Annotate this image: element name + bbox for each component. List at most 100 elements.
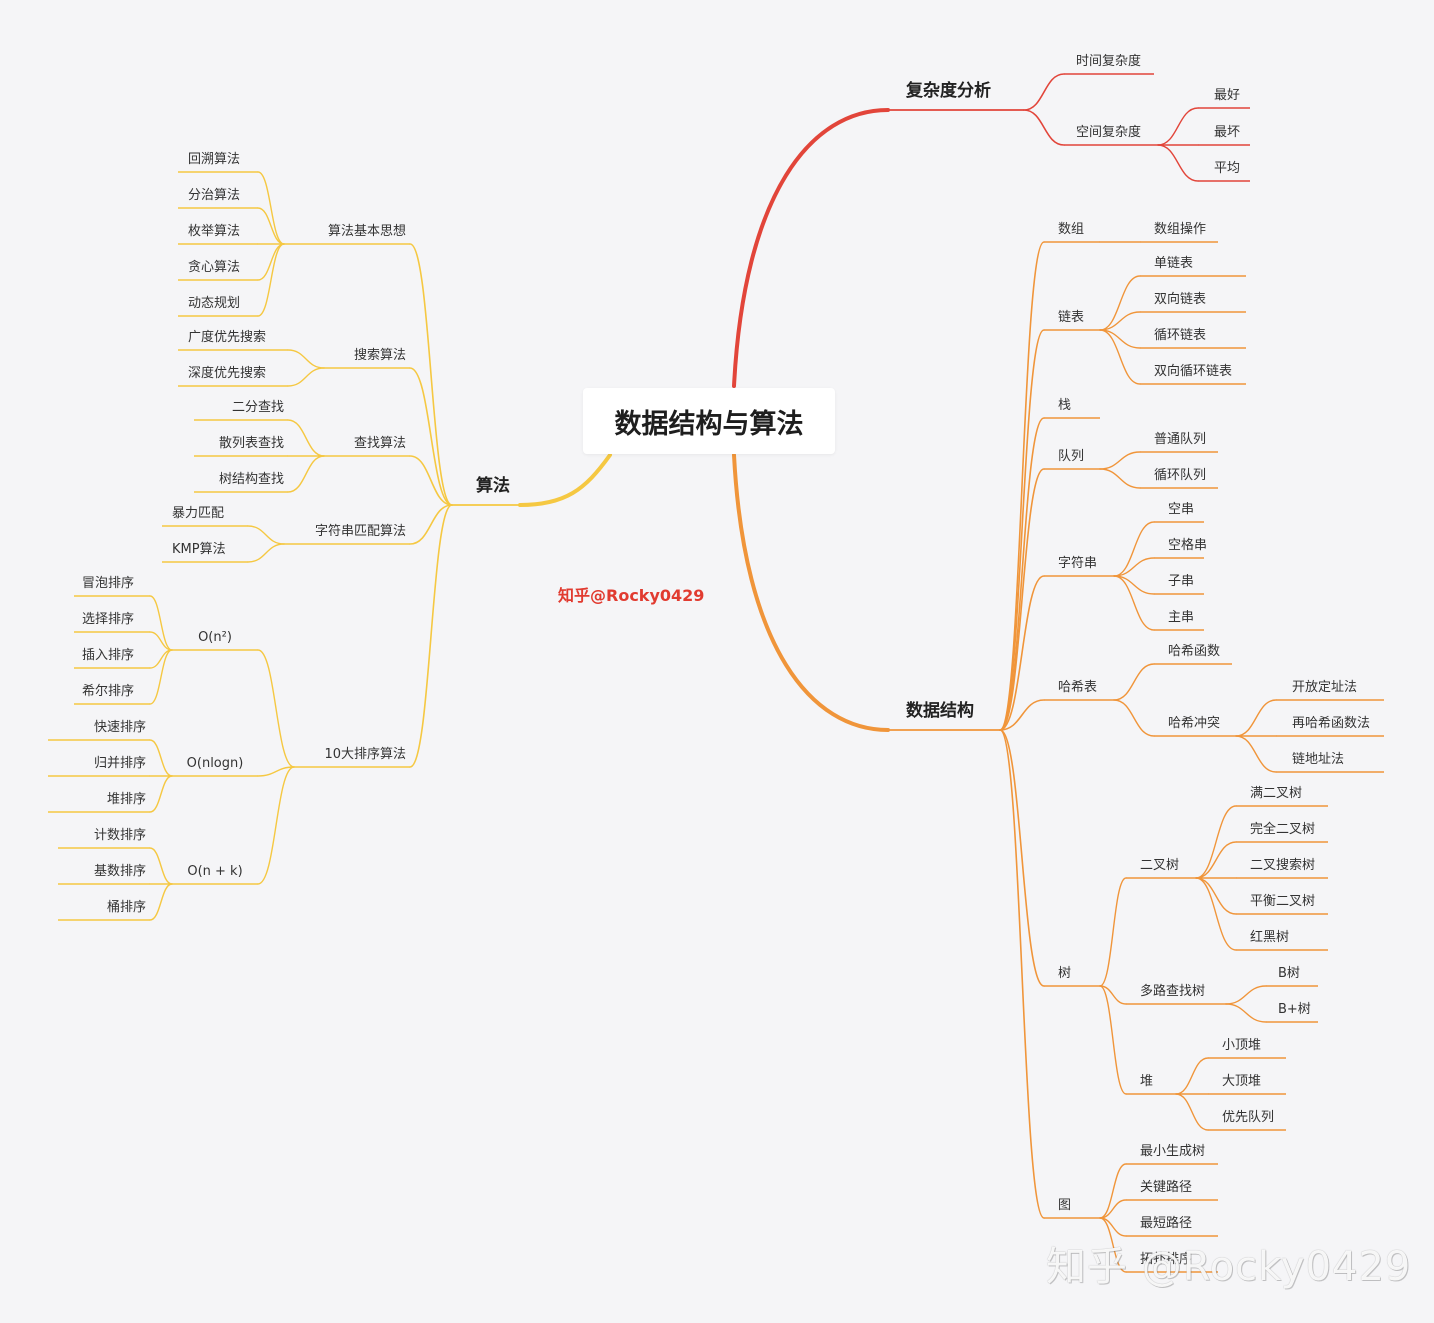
node-label[interactable]: 栈 — [1058, 398, 1071, 413]
node-label[interactable]: 双向循环链表 — [1154, 363, 1232, 379]
node-label[interactable]: B+树 — [1278, 1002, 1311, 1017]
center-watermark: 知乎@Rocky0429 — [558, 586, 705, 605]
node-label[interactable]: 循环队列 — [1154, 468, 1206, 483]
connector-line — [409, 367, 453, 506]
connector-line — [287, 455, 325, 493]
node-label[interactable]: 字符串匹配算法 — [315, 523, 406, 539]
node-label[interactable]: 关键路径 — [1140, 1179, 1192, 1195]
node-label[interactable]: 二叉搜索树 — [1250, 858, 1315, 873]
node-label[interactable]: 数组操作 — [1154, 221, 1206, 237]
node-label[interactable]: 小顶堆 — [1222, 1038, 1261, 1053]
node-label[interactable]: 链地址法 — [1292, 752, 1344, 767]
connector-line — [257, 766, 295, 777]
node-label[interactable]: 大顶堆 — [1222, 1074, 1261, 1089]
node-label[interactable]: 10大排序算法 — [324, 747, 406, 762]
node-label[interactable]: 堆 — [1140, 1074, 1153, 1089]
connector-line — [1195, 841, 1237, 879]
connector-line — [149, 649, 173, 705]
connector-line — [149, 631, 173, 651]
node-label[interactable]: 最小生成树 — [1140, 1144, 1205, 1159]
node-label[interactable]: 归并排序 — [94, 756, 146, 771]
node-label[interactable]: B树 — [1278, 966, 1300, 981]
node-label[interactable]: 堆排序 — [107, 792, 146, 807]
node-label[interactable]: 多路查找树 — [1140, 983, 1205, 999]
root-node[interactable]: 数据结构与算法 — [583, 388, 835, 454]
node-label[interactable]: 冒泡排序 — [82, 576, 134, 591]
node-label[interactable]: 分治算法 — [188, 188, 240, 203]
node-label[interactable]: 字符串 — [1058, 555, 1097, 571]
node-label[interactable]: O(n²) — [198, 630, 232, 645]
node-label[interactable]: 双向链表 — [1154, 291, 1206, 307]
node-label[interactable]: O(n + k) — [187, 864, 242, 879]
node-label[interactable]: 完全二叉树 — [1250, 821, 1315, 837]
node-label[interactable]: 选择排序 — [82, 612, 134, 627]
connector-line — [1099, 877, 1127, 987]
node-label[interactable]: 暴力匹配 — [172, 506, 224, 521]
node-label[interactable]: 插入排序 — [82, 648, 134, 663]
node-label[interactable]: 拓扑排序 — [1140, 1252, 1192, 1267]
node-label[interactable]: 二分查找 — [232, 400, 284, 415]
node-label[interactable]: 计数排序 — [94, 828, 146, 843]
node-label[interactable]: 哈希表 — [1058, 680, 1097, 695]
node-label[interactable]: 哈希冲突 — [1168, 715, 1220, 731]
node-label[interactable]: 数组 — [1058, 222, 1084, 237]
connector-line — [409, 455, 453, 506]
connector-line — [149, 739, 173, 777]
node-label[interactable]: 哈希函数 — [1168, 644, 1220, 659]
branch-label-complexity[interactable]: 复杂度分析 — [905, 80, 991, 101]
node-label[interactable]: 平均 — [1214, 161, 1240, 176]
connector-line — [257, 649, 295, 768]
node-label[interactable]: 子串 — [1168, 574, 1194, 589]
node-label[interactable]: 平衡二叉树 — [1250, 894, 1315, 909]
node-label[interactable]: 希尔排序 — [82, 684, 134, 699]
connector-line — [1113, 575, 1155, 631]
connector-line — [149, 595, 173, 651]
node-label[interactable]: 空间复杂度 — [1076, 124, 1141, 140]
node-label[interactable]: 再哈希函数法 — [1292, 716, 1370, 731]
node-label[interactable]: 普通队列 — [1154, 432, 1206, 447]
node-label[interactable]: O(nlogn) — [187, 756, 244, 771]
node-label[interactable]: 图 — [1058, 1198, 1071, 1213]
node-label[interactable]: 枚举算法 — [188, 224, 240, 239]
node-label[interactable]: 动态规划 — [188, 296, 240, 311]
node-label[interactable]: KMP算法 — [172, 542, 226, 557]
branch-label-data-structures[interactable]: 数据结构 — [906, 700, 974, 721]
node-label[interactable]: 树结构查找 — [219, 472, 284, 487]
connector-line — [1099, 468, 1141, 489]
node-label[interactable]: 循环链表 — [1154, 328, 1206, 343]
node-label[interactable]: 红黑树 — [1250, 929, 1289, 945]
node-label[interactable]: 最坏 — [1214, 125, 1240, 140]
node-label[interactable]: 基数排序 — [94, 864, 146, 879]
node-label[interactable]: 满二叉树 — [1250, 786, 1302, 801]
connector-line — [999, 699, 1045, 731]
node-label[interactable]: 回溯算法 — [188, 151, 240, 167]
node-label[interactable]: 二叉树 — [1140, 858, 1179, 873]
node-label[interactable]: 最好 — [1214, 88, 1240, 103]
node-label[interactable]: 查找算法 — [354, 436, 406, 451]
node-label[interactable]: 队列 — [1058, 449, 1084, 464]
connector-line — [999, 575, 1045, 731]
node-label[interactable]: 贪心算法 — [188, 260, 240, 275]
branch-label-algorithms[interactable]: 算法 — [475, 475, 510, 496]
connector-line — [999, 329, 1045, 731]
node-label[interactable]: 算法基本思想 — [328, 223, 406, 239]
node-label[interactable]: 主串 — [1168, 610, 1194, 625]
node-label[interactable]: 树 — [1058, 966, 1071, 981]
node-label[interactable]: 搜索算法 — [354, 348, 406, 363]
node-label[interactable]: 快速排序 — [94, 720, 146, 735]
node-label[interactable]: 散列表查找 — [219, 436, 284, 451]
node-label[interactable]: 桶排序 — [107, 900, 146, 915]
node-label[interactable]: 开放定址法 — [1292, 680, 1357, 695]
node-label[interactable]: 链表 — [1058, 310, 1084, 325]
node-label[interactable]: 空格串 — [1168, 537, 1207, 553]
node-label[interactable]: 单链表 — [1154, 256, 1193, 271]
connector-line — [1113, 557, 1155, 577]
node-label[interactable]: 优先队列 — [1222, 1110, 1274, 1125]
node-label[interactable]: 时间复杂度 — [1076, 53, 1141, 69]
branch-line-algorithms — [518, 453, 612, 507]
node-label[interactable]: 深度优先搜索 — [188, 365, 266, 381]
node-label[interactable]: 空串 — [1168, 502, 1194, 517]
connector-line — [1099, 329, 1141, 385]
node-label[interactable]: 广度优先搜索 — [188, 329, 266, 345]
node-label[interactable]: 最短路径 — [1140, 1215, 1192, 1231]
